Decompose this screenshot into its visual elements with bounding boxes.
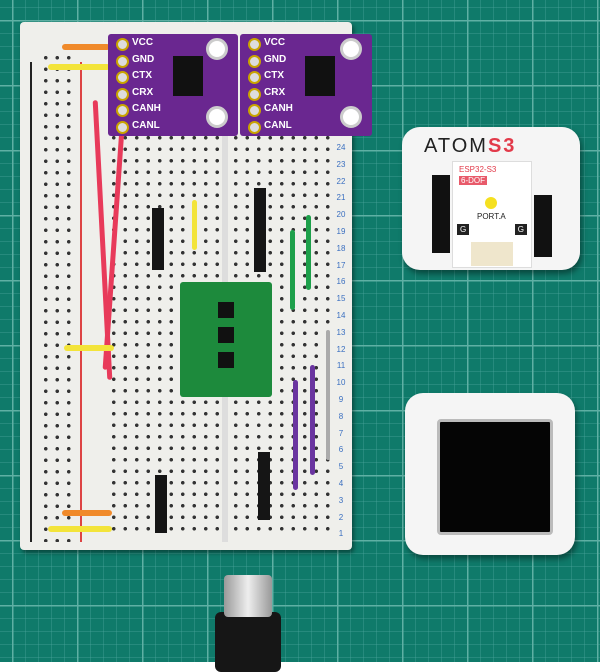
led: [485, 197, 497, 209]
pin-label: CRX: [264, 86, 286, 98]
grove-connector: [471, 242, 513, 266]
row-label: 21: [336, 193, 346, 203]
label-panel: ESP32-S3 6-DOF PORT.A G G: [452, 161, 532, 268]
chip: [173, 56, 203, 96]
atom-logo: ATOMS3: [424, 135, 517, 157]
pin-label: CTX: [264, 70, 284, 81]
row-label: 19: [336, 226, 346, 236]
row-label: 10: [336, 378, 346, 388]
row-label: 24: [336, 143, 346, 152]
purple-wire: [293, 380, 298, 490]
pin-pad: [116, 87, 129, 101]
pin-label: CRX: [132, 86, 154, 98]
pin-label: CANH: [264, 103, 293, 114]
power-rail-holes: [40, 52, 75, 542]
mount-hole: [206, 38, 228, 60]
header-socket: [534, 195, 552, 257]
pin-pad: [116, 38, 129, 51]
row-label: 18: [336, 243, 346, 253]
yellow-wire: [64, 345, 114, 351]
row-label: 16: [336, 277, 346, 287]
pin-label: GND: [132, 53, 155, 65]
orange-wire: [62, 510, 112, 516]
pin-label: CANH: [132, 103, 161, 114]
row-label: 9: [338, 394, 344, 404]
pin-label: CANL: [264, 119, 292, 131]
row-label: 2: [338, 512, 344, 522]
pin-label: CANL: [132, 119, 160, 131]
mosfet: [218, 352, 234, 368]
row-label: 13: [336, 327, 346, 337]
pin-pad: [248, 38, 261, 51]
pin-label: VCC: [264, 37, 286, 48]
row-label: 5: [338, 462, 344, 472]
pin-pad: [248, 104, 261, 117]
pin-pad: [248, 120, 261, 134]
row-label: 22: [336, 176, 346, 186]
row-label: 8: [338, 411, 344, 421]
atom-s3-front: [405, 393, 575, 555]
mount-hole: [206, 106, 228, 128]
header-socket: [432, 175, 450, 253]
pin-pad: [248, 54, 261, 68]
gray-wire: [326, 330, 330, 460]
purple-wire: [310, 365, 315, 475]
rail-line: [80, 62, 82, 542]
atom-s3-back: ATOMS3 ESP32-S3 6-DOF PORT.A G G: [402, 127, 580, 270]
pin-label: VCC: [132, 37, 154, 48]
pin-pad: [116, 104, 129, 117]
pin-header: [152, 208, 164, 270]
mosfet: [218, 327, 234, 343]
rail-line: [30, 62, 32, 542]
green-wire: [306, 215, 311, 290]
row-label: 6: [338, 445, 344, 455]
row-label: 17: [336, 260, 346, 270]
pin-pad: [248, 87, 261, 101]
can-transceiver-module-1: VCC GND CTX CRX CANH CANL: [108, 34, 238, 136]
row-label: 14: [336, 310, 346, 320]
chip: [305, 56, 335, 96]
row-label: 20: [336, 210, 346, 220]
orange-wire: [62, 44, 110, 50]
pin-pad: [116, 120, 129, 134]
level-shifter-board: [180, 282, 272, 397]
mount-hole: [340, 38, 362, 60]
pin-pad: [116, 54, 129, 68]
row-label: 11: [336, 361, 346, 371]
pin-header: [258, 452, 270, 520]
row-label: 7: [338, 428, 344, 438]
yellow-wire: [48, 526, 112, 532]
pin-header: [254, 188, 266, 272]
usb-cable: [215, 612, 281, 672]
lcd-screen: [437, 419, 553, 535]
pin-label: GND: [264, 53, 287, 65]
yellow-wire: [48, 64, 110, 70]
pin-header: [155, 475, 167, 533]
row-label: 23: [336, 159, 346, 169]
mosfet: [218, 302, 234, 318]
pin-label: CTX: [132, 70, 152, 81]
green-wire: [290, 230, 295, 310]
pin-pad: [248, 71, 261, 84]
pin-pad: [116, 71, 129, 84]
mount-hole: [340, 106, 362, 128]
can-transceiver-module-2: VCC GND CTX CRX CANH CANL: [240, 34, 372, 136]
yellow-wire: [192, 200, 197, 250]
row-label: 12: [336, 344, 346, 354]
row-label: 15: [336, 294, 346, 304]
row-label: 1: [338, 529, 344, 539]
row-label: 3: [338, 495, 344, 505]
row-label: 4: [338, 478, 344, 488]
usb-c-plug: [224, 575, 272, 617]
